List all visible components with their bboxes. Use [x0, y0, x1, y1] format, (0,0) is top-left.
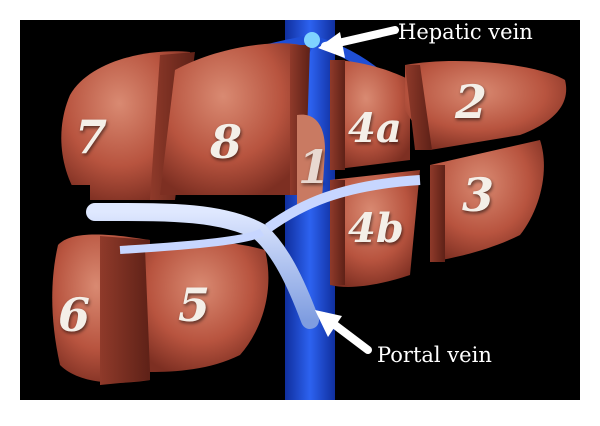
segment-2 [405, 60, 567, 150]
right-portal-branch [86, 202, 319, 329]
segment-8 [160, 43, 300, 195]
segment-7-label: 7 [75, 110, 108, 164]
segment-4a-cut-face [330, 60, 345, 170]
segment-6-label: 6 [58, 288, 91, 342]
segment-4a [330, 60, 410, 170]
segment-3-label: 3 [462, 168, 495, 222]
left-portal-branch [265, 175, 421, 233]
hepatic-vein-point [304, 32, 320, 48]
segment-4b [330, 170, 420, 287]
portal-vein-label: Portal vein [377, 343, 492, 367]
segment-4b-label: 4b [348, 205, 404, 252]
portal-vein-arrow [315, 310, 372, 354]
segment-3-cut-face [430, 165, 445, 262]
segment-2-label: 2 [455, 75, 488, 129]
hepatic-vein-label: Hepatic vein [398, 20, 533, 44]
segment-2-cut-face [405, 65, 432, 150]
right-posterior-branch [119, 228, 265, 254]
segment-6-cut-face [100, 236, 150, 385]
notch [20, 185, 90, 227]
segment-1 [297, 114, 325, 205]
segment-8-label: 8 [210, 115, 243, 169]
hepatic-vein-arrow [318, 26, 399, 58]
segment-4b-cut-face [330, 180, 345, 285]
segment-3 [430, 140, 544, 262]
segment-5-label: 5 [178, 278, 211, 332]
segment-1-label: 1 [298, 140, 331, 194]
segment-5 [145, 241, 269, 372]
segment-4a-label: 4a [348, 105, 402, 152]
